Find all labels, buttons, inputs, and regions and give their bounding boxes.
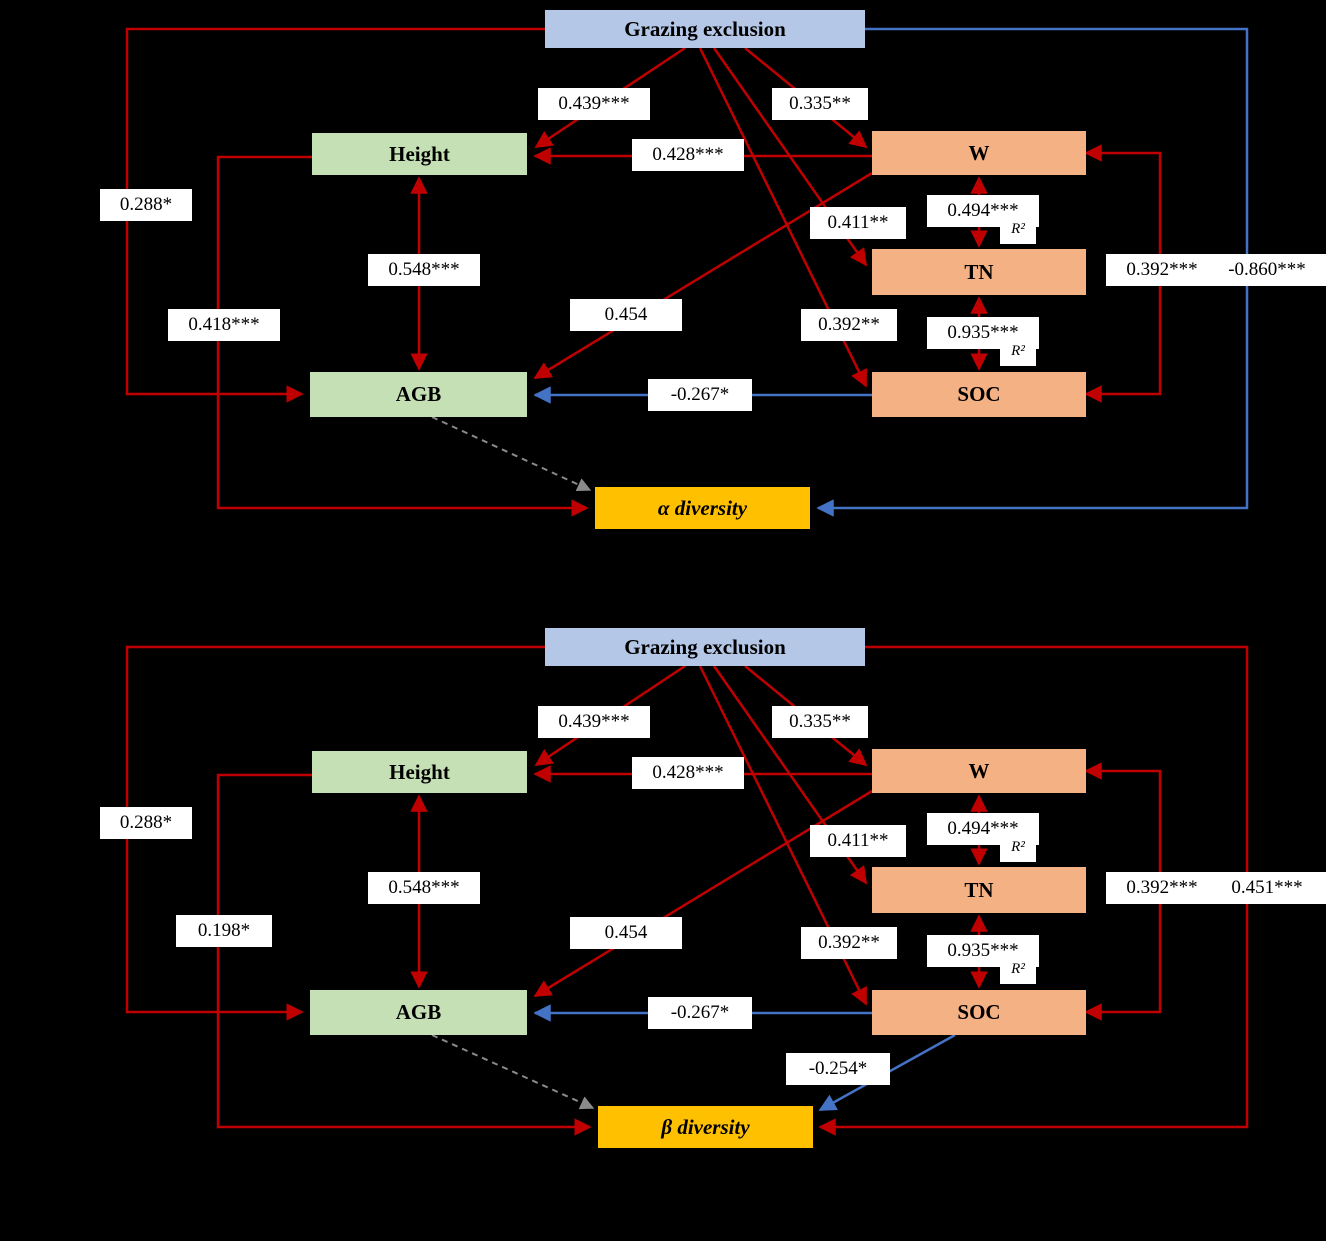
b-coef-w-height: 0.428*** — [632, 757, 744, 789]
b-coef-soc-diversity: -0.254* — [786, 1053, 890, 1085]
b-coef-grazing-height: 0.439*** — [538, 706, 650, 738]
b-coef-grazing-diversity: 0.451*** — [1208, 872, 1326, 904]
a-node-tn: TN — [872, 249, 1086, 295]
a-coef-height-agb: 0.548*** — [368, 254, 480, 286]
a-node-soc-label: SOC — [957, 382, 1001, 406]
b-r2-tn: R² — [1000, 839, 1036, 862]
a-coef-grazing-w: 0.335** — [772, 88, 868, 120]
b-coef-soc-agb: -0.267* — [648, 997, 752, 1029]
a-coef-w-height: 0.428*** — [632, 139, 744, 171]
a-path-w-to-agb — [533, 171, 873, 380]
a-coef-grazing-soc: 0.392** — [801, 309, 897, 341]
a-node-agb-label: AGB — [395, 382, 442, 406]
b-node-agb: AGB — [310, 990, 527, 1035]
a-node-height-label: Height — [389, 141, 450, 166]
a-coef-grazing-tn: 0.411** — [810, 207, 906, 239]
b-node-grazing-exclusion: Grazing exclusion — [545, 628, 865, 666]
b-node-w: W — [872, 749, 1086, 793]
a-r2-tn: R² — [1000, 221, 1036, 244]
a-path-agb-to-diversity-ns — [431, 416, 592, 492]
b-coef-w-soc: 0.392*** — [1106, 872, 1218, 904]
b-coef-height-diversity: 0.198* — [176, 915, 272, 947]
b-path-w-to-agb — [533, 789, 873, 998]
b-coef-height-agb: 0.548*** — [368, 872, 480, 904]
b-node-w-label: W — [968, 758, 990, 783]
b-node-tn: TN — [872, 867, 1086, 913]
a-coef-grazing-height: 0.439*** — [538, 88, 650, 120]
b-node-height: Height — [312, 751, 527, 793]
b-path-agb-to-diversity-ns — [431, 1034, 595, 1110]
a-node-height: Height — [312, 133, 527, 175]
a-node-w-label: W — [968, 140, 990, 165]
b-r2-soc: R² — [1000, 961, 1036, 984]
a-node-soc: SOC — [872, 372, 1086, 417]
b-node-beta-diversity: β diversity — [598, 1106, 813, 1148]
a-coef-w-agb: 0.454 — [570, 299, 682, 331]
b-node-soc-label: SOC — [957, 1000, 1001, 1024]
a-coef-height-diversity: 0.418*** — [168, 309, 280, 341]
b-coef-grazing-tn: 0.411** — [810, 825, 906, 857]
b-path-height-to-diversity — [216, 773, 592, 1136]
b-coef-grazing-agb: 0.288* — [100, 807, 192, 839]
a-coef-soc-agb: -0.267* — [648, 379, 752, 411]
a-coef-w-soc: 0.392*** — [1106, 254, 1218, 286]
b-node-soc: SOC — [872, 990, 1086, 1035]
b-node-beta-diversity-label: β diversity — [661, 1114, 750, 1139]
a-r2-soc: R² — [1000, 343, 1036, 366]
a-coef-grazing-agb: 0.288* — [100, 189, 192, 221]
a-node-tn-label: TN — [964, 259, 994, 284]
a-node-agb: AGB — [310, 372, 527, 417]
b-coef-grazing-w: 0.335** — [772, 706, 868, 738]
b-node-agb-label: AGB — [395, 1000, 442, 1024]
b-coef-grazing-soc: 0.392** — [801, 927, 897, 959]
a-node-w: W — [872, 131, 1086, 175]
b-node-tn-label: TN — [964, 877, 994, 902]
a-node-grazing-exclusion-label: Grazing exclusion — [624, 16, 786, 41]
a-coef-grazing-diversity: -0.860*** — [1208, 254, 1326, 286]
b-node-height-label: Height — [389, 759, 450, 784]
a-node-alpha-diversity: α diversity — [595, 487, 810, 529]
b-coef-w-agb: 0.454 — [570, 917, 682, 949]
a-node-alpha-diversity-label: α diversity — [657, 495, 748, 520]
a-node-grazing-exclusion: Grazing exclusion — [545, 10, 865, 48]
b-node-grazing-exclusion-label: Grazing exclusion — [624, 634, 786, 659]
